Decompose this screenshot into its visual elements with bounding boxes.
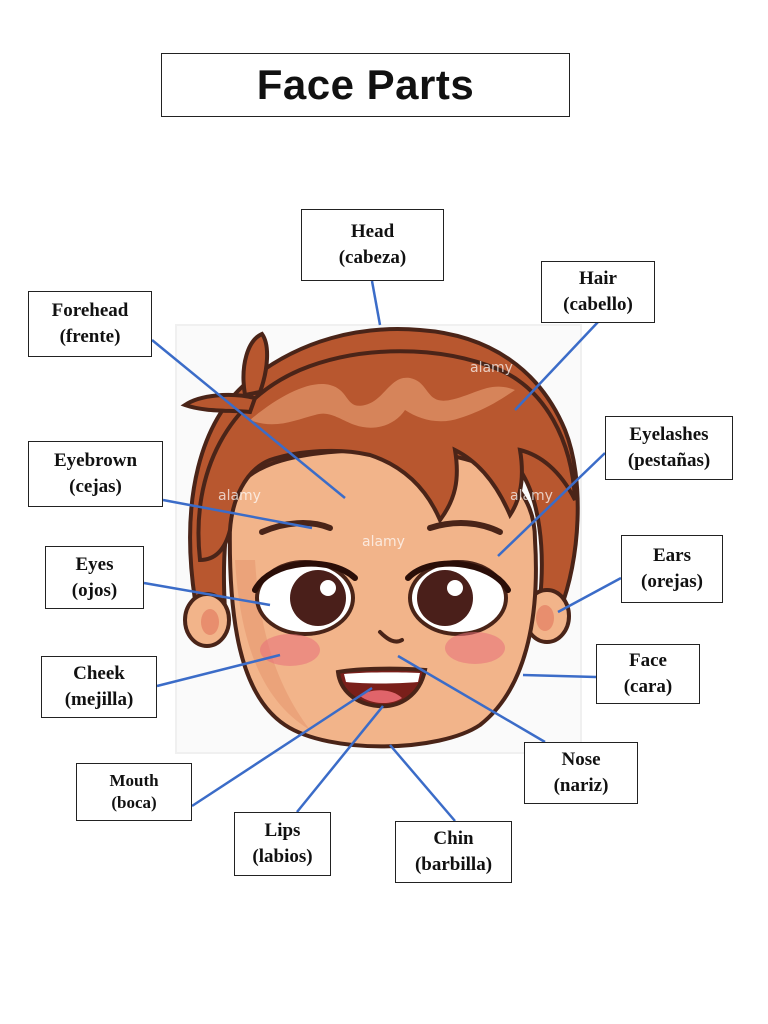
label-head-es: (cabeza) bbox=[338, 247, 407, 268]
line-nose bbox=[397, 654, 546, 744]
label-eyelashes-es: (pestañas) bbox=[627, 450, 711, 471]
label-hair-es: (cabello) bbox=[563, 294, 633, 315]
teeth bbox=[344, 672, 420, 684]
label-eyes: Eyes (ojos) bbox=[45, 546, 144, 609]
watermark-3: alamy bbox=[510, 488, 553, 504]
line-mouth bbox=[191, 686, 373, 808]
ear-right-inner bbox=[536, 605, 554, 631]
eyebrow-right bbox=[427, 520, 503, 535]
label-face-en: Face bbox=[629, 650, 667, 671]
leader-lines bbox=[143, 280, 622, 822]
label-face: Face (cara) bbox=[596, 644, 700, 704]
hair-tuft bbox=[241, 331, 269, 398]
label-lips-en: Lips bbox=[264, 820, 301, 841]
tongue bbox=[360, 690, 402, 704]
label-mouth-es: (boca) bbox=[111, 793, 157, 812]
eyelash-right bbox=[405, 560, 511, 593]
title-box: Face Parts bbox=[161, 53, 570, 117]
nose bbox=[378, 630, 404, 644]
watermark-4: alamy bbox=[362, 534, 405, 550]
line-hair bbox=[514, 321, 599, 411]
label-eyes-en: Eyes bbox=[75, 553, 114, 575]
label-ears-en: Ears bbox=[653, 545, 691, 566]
label-face-es: (cara) bbox=[623, 676, 673, 697]
label-eyebrown: Eyebrown (cejas) bbox=[28, 441, 163, 507]
label-cheek-en: Cheek bbox=[73, 663, 125, 684]
line-head bbox=[370, 280, 382, 326]
line-cheek bbox=[156, 653, 281, 688]
label-mouth-en: Mouth bbox=[109, 771, 159, 790]
label-forehead-en: Forehead bbox=[51, 300, 129, 321]
label-eyebrown-en: Eyebrown bbox=[53, 450, 138, 471]
label-ears: Ears (orejas) bbox=[621, 535, 723, 603]
label-head-en: Head bbox=[350, 221, 395, 242]
ear-left-inner bbox=[201, 609, 219, 635]
label-eyes-es: (ojos) bbox=[71, 579, 118, 601]
eye-right-shine bbox=[447, 580, 463, 596]
label-chin-es: (barbilla) bbox=[414, 854, 493, 875]
line-eyebrown bbox=[162, 498, 313, 530]
line-eyelashes bbox=[497, 452, 606, 557]
eyelash-left bbox=[252, 560, 358, 593]
line-face bbox=[522, 673, 597, 679]
line-lips bbox=[296, 705, 384, 813]
label-ears-es: (orejas) bbox=[641, 571, 703, 592]
label-hair: Hair (cabello) bbox=[541, 261, 655, 323]
label-chin-en: Chin bbox=[433, 828, 474, 849]
hair-highlight bbox=[250, 377, 515, 428]
line-ears bbox=[557, 576, 622, 614]
label-cheek-es: (mejilla) bbox=[64, 689, 134, 710]
hair-swoosh bbox=[180, 392, 258, 415]
label-nose-es: (nariz) bbox=[553, 775, 609, 796]
watermark-2: alamy bbox=[218, 488, 261, 504]
eye-right-iris bbox=[417, 570, 473, 626]
label-eyelashes: Eyelashes (pestañas) bbox=[605, 416, 733, 480]
watermark-1: alamy bbox=[470, 360, 513, 376]
label-mouth: Mouth (boca) bbox=[76, 763, 192, 821]
label-hair-en: Hair bbox=[579, 268, 617, 289]
eye-left-iris bbox=[290, 570, 346, 626]
label-cheek: Cheek (mejilla) bbox=[41, 656, 157, 718]
eye-left-shine bbox=[320, 580, 336, 596]
label-eyebrown-es: (cejas) bbox=[69, 476, 122, 497]
label-nose: Nose (nariz) bbox=[524, 742, 638, 804]
label-lips-es: (labios) bbox=[252, 846, 313, 867]
label-eyelashes-en: Eyelashes bbox=[629, 424, 709, 445]
eyebrow-left bbox=[259, 520, 333, 535]
label-forehead: Forehead (frente) bbox=[28, 291, 152, 357]
label-head: Head (cabeza) bbox=[301, 209, 444, 281]
label-chin: Chin (barbilla) bbox=[395, 821, 512, 883]
cheek-right bbox=[445, 632, 505, 664]
line-forehead bbox=[151, 339, 346, 499]
label-nose-en: Nose bbox=[561, 749, 601, 770]
cheek-left bbox=[260, 634, 320, 666]
line-chin bbox=[389, 744, 456, 822]
line-eyes bbox=[143, 581, 271, 607]
label-forehead-es: (frente) bbox=[59, 326, 121, 347]
label-lips: Lips (labios) bbox=[234, 812, 331, 876]
page-title: Face Parts bbox=[256, 61, 475, 108]
